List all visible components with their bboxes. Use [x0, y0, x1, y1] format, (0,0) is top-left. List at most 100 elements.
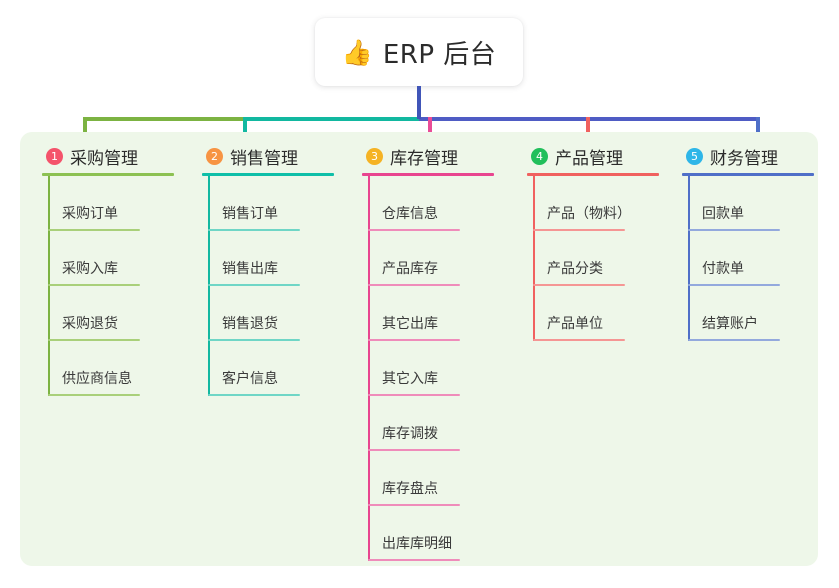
branch-title: 采购管理 — [70, 148, 138, 169]
branch-header-4[interactable]: 4 产品管理 — [517, 144, 677, 169]
branch-number-badge: 4 — [531, 147, 548, 165]
branch-items: 仓库信息产品库存其它出库其它入库库存调拨库存盘点出库库明细 — [368, 176, 512, 561]
branch-item-label: 其它入库 — [382, 371, 438, 387]
branch-item-underline — [368, 229, 460, 231]
branch-item[interactable]: 其它入库 — [368, 341, 512, 396]
branch-panel — [20, 132, 818, 566]
branch-column-3: 3 库存管理仓库信息产品库存其它出库其它入库库存调拨库存盘点出库库明细 — [352, 144, 512, 561]
branch-item-label: 库存调拨 — [382, 426, 438, 442]
branch-column-2: 2 销售管理销售订单销售出库销售退货客户信息 — [192, 144, 352, 396]
branch-item-underline — [533, 339, 625, 341]
branch-underline — [42, 173, 174, 176]
branch-item-label: 供应商信息 — [62, 371, 132, 387]
branch-spine — [208, 176, 210, 396]
branch-item[interactable]: 回款单 — [688, 176, 832, 231]
branch-item-label: 回款单 — [702, 206, 744, 222]
branch-underline — [202, 173, 334, 176]
branch-item-underline — [368, 339, 460, 341]
branch-item-label: 销售订单 — [222, 206, 278, 222]
branch-number-badge: 1 — [46, 147, 63, 165]
branch-item[interactable]: 产品（物料） — [533, 176, 677, 231]
branch-item[interactable]: 库存盘点 — [368, 451, 512, 506]
branch-items: 产品（物料） 产品分类产品单位 — [533, 176, 677, 341]
branch-item-label: 销售退货 — [222, 316, 278, 332]
branch-header-2[interactable]: 2 销售管理 — [192, 144, 352, 169]
branch-item-label: 采购入库 — [62, 261, 118, 277]
branch-item[interactable]: 产品单位 — [533, 286, 677, 341]
branch-item-label: 产品单位 — [547, 316, 603, 332]
root-node[interactable]: 👍 ERP 后台 — [315, 18, 523, 86]
branch-column-1: 1 采购管理采购订单采购入库采购退货供应商信息 — [32, 144, 192, 396]
branch-underline — [527, 173, 659, 176]
branch-item-label: 销售出库 — [222, 261, 278, 277]
branch-title: 财务管理 — [710, 148, 778, 169]
branch-underline — [682, 173, 814, 176]
branch-spine — [688, 176, 690, 341]
branch-item[interactable]: 仓库信息 — [368, 176, 512, 231]
branch-spine — [368, 176, 370, 561]
branch-item[interactable]: 采购退货 — [48, 286, 192, 341]
branch-item[interactable]: 销售退货 — [208, 286, 352, 341]
branch-number-badge: 3 — [366, 147, 383, 165]
branch-item[interactable]: 出库库明细 — [368, 506, 512, 561]
branch-item[interactable]: 产品库存 — [368, 231, 512, 286]
branch-item-label: 付款单 — [702, 261, 744, 277]
branch-header-3[interactable]: 3 库存管理 — [352, 144, 512, 169]
branch-item-label: 产品分类 — [547, 261, 603, 277]
branch-item[interactable]: 采购入库 — [48, 231, 192, 286]
branch-items: 销售订单销售出库销售退货客户信息 — [208, 176, 352, 396]
branch-item-underline — [208, 394, 300, 396]
branch-item-underline — [688, 284, 780, 286]
root-node-title: ERP 后台 — [382, 39, 497, 70]
branch-item[interactable]: 结算账户 — [688, 286, 832, 341]
branch-item-label: 产品库存 — [382, 261, 438, 277]
branch-item[interactable]: 销售订单 — [208, 176, 352, 231]
branch-item[interactable]: 其它出库 — [368, 286, 512, 341]
branch-spine — [48, 176, 50, 396]
branch-item[interactable]: 产品分类 — [533, 231, 677, 286]
branch-item-label: 库存盘点 — [382, 481, 438, 497]
branch-item-underline — [368, 559, 460, 561]
branch-spine — [533, 176, 535, 341]
branch-item[interactable]: 供应商信息 — [48, 341, 192, 396]
branch-item-label: 出库库明细 — [382, 536, 452, 552]
branch-item[interactable]: 采购订单 — [48, 176, 192, 231]
branch-item-underline — [48, 339, 140, 341]
branch-item-underline — [48, 394, 140, 396]
branch-item-underline — [368, 284, 460, 286]
branch-item-underline — [368, 394, 460, 396]
branch-item-label: 结算账户 — [702, 316, 758, 332]
branch-item-underline — [208, 229, 300, 231]
branch-item[interactable]: 销售出库 — [208, 231, 352, 286]
branch-item-label: 客户信息 — [222, 371, 278, 387]
branch-item-label: 其它出库 — [382, 316, 438, 332]
branch-number-badge: 2 — [206, 147, 223, 165]
branch-header-1[interactable]: 1 采购管理 — [32, 144, 192, 169]
branch-title: 产品管理 — [555, 148, 623, 169]
branch-title: 销售管理 — [230, 148, 298, 169]
branch-underline — [362, 173, 494, 176]
branch-item-label: 采购订单 — [62, 206, 118, 222]
branch-item-underline — [208, 284, 300, 286]
branch-item-underline — [368, 449, 460, 451]
branch-item-underline — [48, 229, 140, 231]
branch-item-underline — [533, 284, 625, 286]
branch-item-underline — [688, 229, 780, 231]
branch-column-4: 4 产品管理产品（物料） 产品分类产品单位 — [517, 144, 677, 341]
branch-item[interactable]: 付款单 — [688, 231, 832, 286]
branch-items: 采购订单采购入库采购退货供应商信息 — [48, 176, 192, 396]
branch-item-underline — [688, 339, 780, 341]
thumbs-up-icon: 👍 — [341, 37, 373, 67]
branch-item-label: 仓库信息 — [382, 206, 438, 222]
branch-item-label: 采购退货 — [62, 316, 118, 332]
branch-item-underline — [368, 504, 460, 506]
branch-item[interactable]: 客户信息 — [208, 341, 352, 396]
branch-title: 库存管理 — [390, 148, 458, 169]
branch-item[interactable]: 库存调拨 — [368, 396, 512, 451]
branch-item-underline — [208, 339, 300, 341]
branch-item-label: 产品（物料） — [547, 206, 631, 222]
branch-item-underline — [533, 229, 625, 231]
